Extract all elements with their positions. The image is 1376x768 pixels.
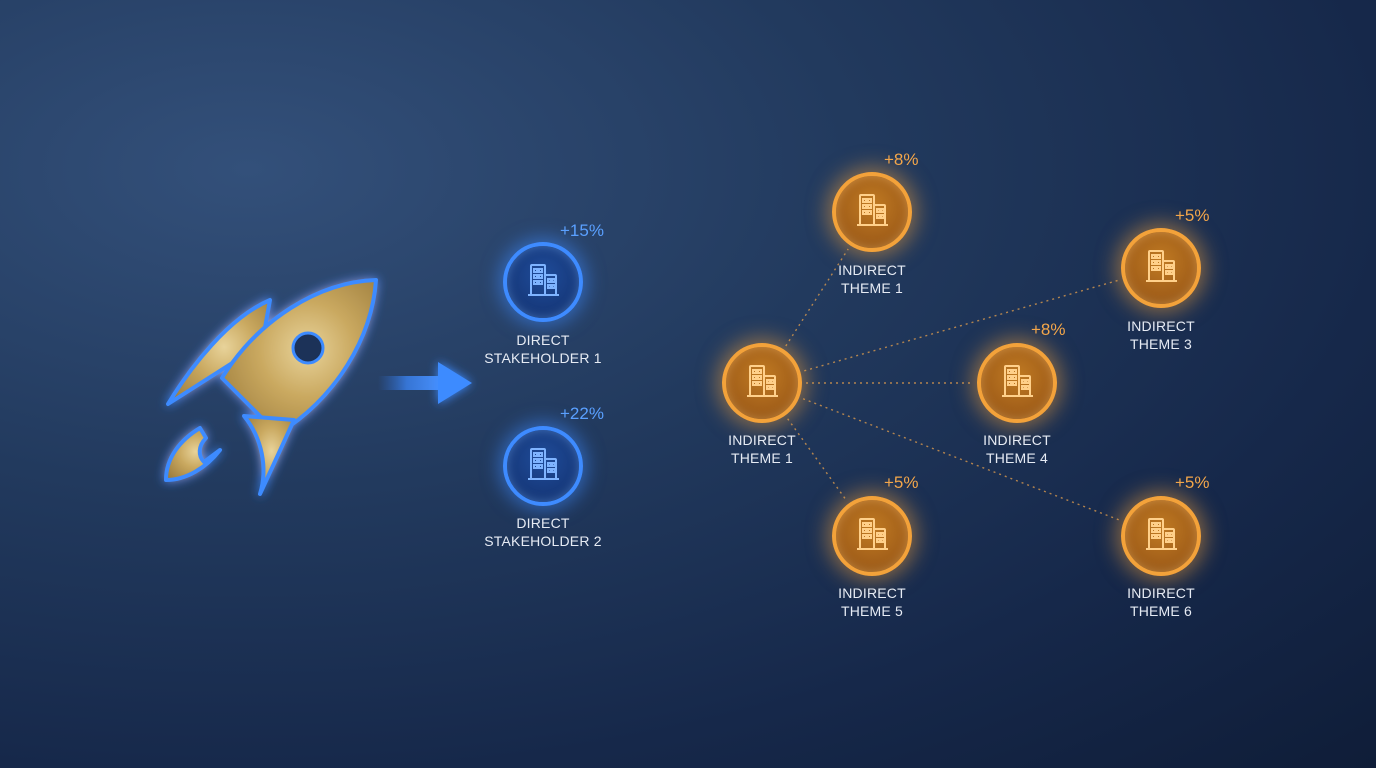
building-icon xyxy=(741,360,783,407)
label-line-2: THEME 3 xyxy=(1129,336,1193,352)
indirect-theme-label: INDIRECT THEME 1 xyxy=(677,431,847,467)
indirect-change-badge: +5% xyxy=(1175,206,1210,225)
indirect-theme-node xyxy=(1121,496,1201,576)
arrow-right-icon xyxy=(378,362,472,404)
indirect-theme-hub-node xyxy=(722,343,802,423)
indirect-theme-label: INDIRECT THEME 1 xyxy=(787,261,957,297)
building-icon xyxy=(851,189,893,236)
label-line-2: THEME 5 xyxy=(840,603,904,619)
label-line-2: THEME 6 xyxy=(1129,603,1193,619)
building-icon xyxy=(996,360,1038,407)
building-icon xyxy=(522,259,564,306)
label-line-1: INDIRECT xyxy=(983,432,1051,448)
indirect-theme-node xyxy=(977,343,1057,423)
indirect-change-badge: +8% xyxy=(884,150,919,169)
indirect-change-badge: +5% xyxy=(1175,473,1210,492)
label-line-1: INDIRECT xyxy=(838,262,906,278)
indirect-theme-node xyxy=(832,172,912,252)
indirect-change-badge: +8% xyxy=(1031,320,1066,339)
label-line-1: INDIRECT xyxy=(728,432,796,448)
label-line-1: INDIRECT xyxy=(1127,585,1195,601)
direct-stakeholder-label: DIRECT STAKEHOLDER 2 xyxy=(458,514,628,550)
label-line-2: THEME 1 xyxy=(730,450,794,466)
indirect-theme-node xyxy=(832,496,912,576)
label-line-2: THEME 4 xyxy=(985,450,1049,466)
direct-stakeholder-node xyxy=(503,242,583,322)
indirect-theme-label: INDIRECT THEME 5 xyxy=(787,584,957,620)
rocket-icon xyxy=(164,278,378,496)
label-line-2: STAKEHOLDER 1 xyxy=(484,350,602,366)
indirect-change-badge: +5% xyxy=(884,473,919,492)
label-line-2: THEME 1 xyxy=(840,280,904,296)
label-line-1: DIRECT xyxy=(516,332,570,348)
link-lines xyxy=(785,248,1121,521)
direct-change-badge: +15% xyxy=(560,221,604,240)
label-line-1: INDIRECT xyxy=(838,585,906,601)
link-line xyxy=(785,248,849,347)
building-icon xyxy=(522,443,564,490)
direct-stakeholder-label: DIRECT STAKEHOLDER 1 xyxy=(458,331,628,367)
link-line xyxy=(804,279,1119,372)
building-icon xyxy=(1140,245,1182,292)
building-icon xyxy=(1140,513,1182,560)
indirect-theme-node xyxy=(1121,228,1201,308)
direct-change-badge: +22% xyxy=(560,404,604,423)
link-line xyxy=(802,398,1121,521)
indirect-theme-label: INDIRECT THEME 3 xyxy=(1076,317,1246,353)
direct-stakeholder-node xyxy=(503,426,583,506)
building-icon xyxy=(851,513,893,560)
indirect-theme-label: INDIRECT THEME 4 xyxy=(932,431,1102,467)
label-line-2: STAKEHOLDER 2 xyxy=(484,533,602,549)
label-line-1: DIRECT xyxy=(516,515,570,531)
indirect-theme-label: INDIRECT THEME 6 xyxy=(1076,584,1246,620)
label-line-1: INDIRECT xyxy=(1127,318,1195,334)
